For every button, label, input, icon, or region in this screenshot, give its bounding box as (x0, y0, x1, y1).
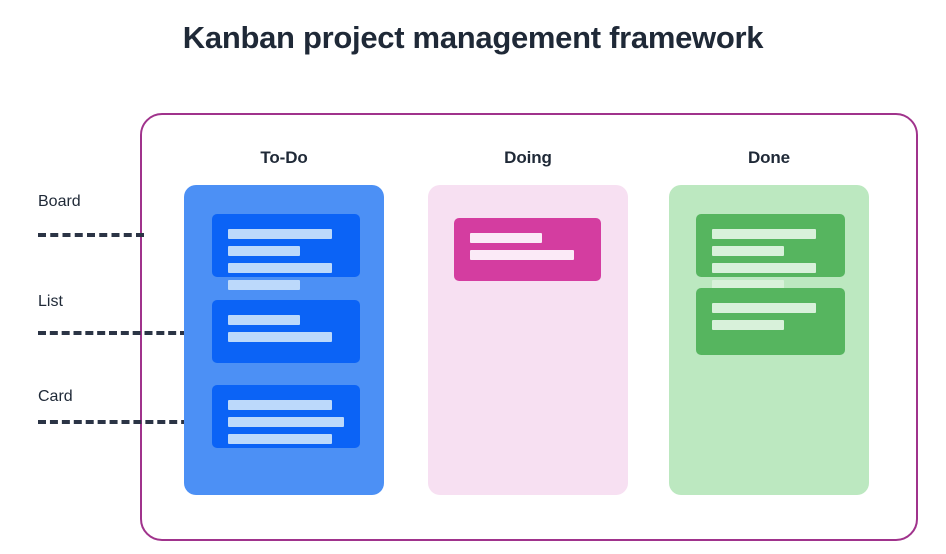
column-done[interactable] (669, 185, 869, 495)
card-text-line (228, 229, 332, 239)
card[interactable] (212, 300, 360, 363)
card-content-lines (228, 229, 360, 290)
card[interactable] (696, 214, 845, 290)
board-frame (140, 113, 918, 541)
card-text-line (712, 303, 816, 313)
card-text-line (712, 280, 784, 290)
card-text-line (712, 320, 784, 330)
card-content-lines (712, 229, 845, 290)
card-text-line (228, 434, 332, 444)
card[interactable] (212, 385, 360, 448)
card-text-line (712, 246, 784, 256)
column-to-do[interactable] (184, 185, 384, 495)
column-header-doing: Doing (504, 148, 552, 167)
card-content-lines (470, 233, 601, 260)
card-text-line (228, 417, 344, 427)
column-header-done: Done (747, 148, 791, 167)
annotation-label-board: Board (38, 193, 81, 210)
card-content-lines (228, 400, 360, 444)
card-text-line (470, 250, 574, 260)
card[interactable] (454, 218, 601, 281)
card[interactable] (696, 288, 845, 355)
card-text-line (228, 332, 332, 342)
card-text-line (712, 229, 816, 239)
card-text-line (228, 315, 300, 325)
card-text-line (228, 400, 332, 410)
card-text-line (228, 246, 300, 256)
card-text-line (228, 280, 300, 290)
card-content-lines (228, 315, 360, 342)
column-header-to-do: To-Do (260, 148, 308, 167)
page-title: Kanban project management framework (182, 20, 764, 55)
card-text-line (712, 263, 816, 273)
card-text-line (228, 263, 332, 273)
card-content-lines (712, 303, 845, 330)
annotation-leader-line-board (38, 233, 144, 237)
annotation-leader-line-card (38, 420, 213, 424)
column-doing[interactable] (428, 185, 628, 495)
annotation-leader-line-list (38, 331, 188, 335)
annotation-label-card: Card (38, 388, 73, 405)
card[interactable] (212, 214, 360, 290)
annotation-label-list: List (38, 293, 63, 310)
card-text-line (470, 233, 542, 243)
